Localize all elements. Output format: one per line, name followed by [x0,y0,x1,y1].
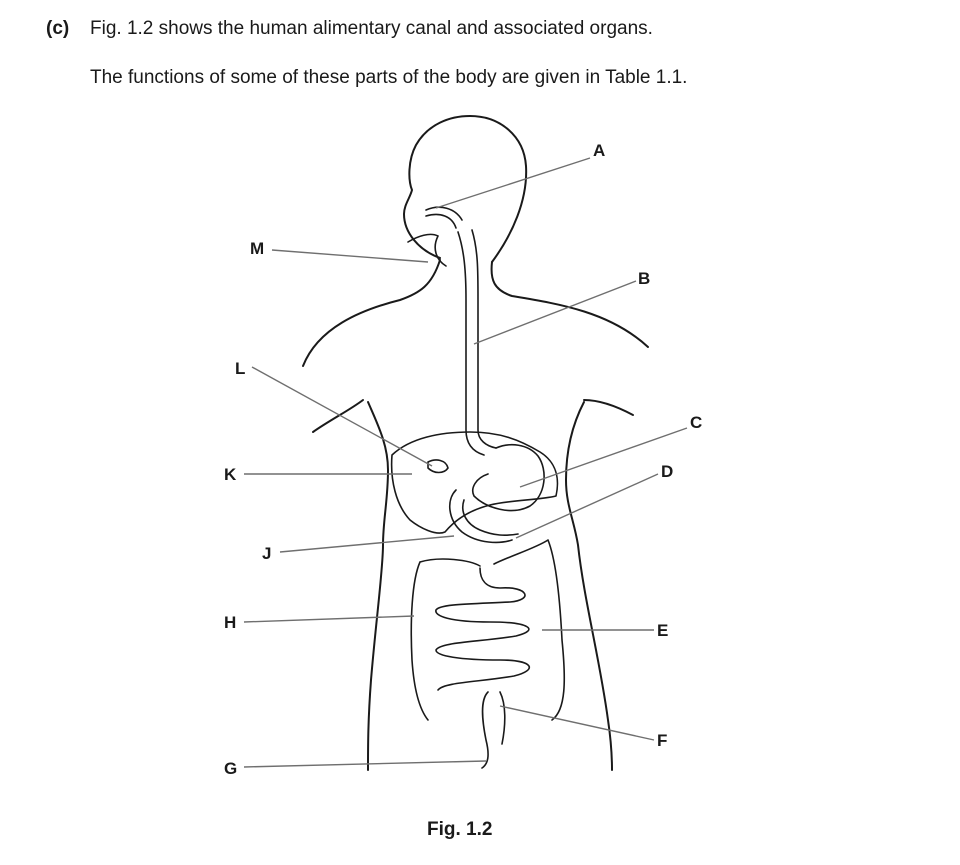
oesophagus-right [471,229,497,449]
label-line-b [473,280,637,345]
label-line-g [243,760,487,768]
question-part-label: (c) [46,18,70,39]
label-lines [243,157,688,768]
label-h: H [224,613,236,632]
label-d: D [661,462,673,481]
label-e: E [657,621,668,640]
body-outline [302,115,649,771]
label-line-a [435,157,591,209]
label-line-m [271,249,429,263]
right-torso [565,401,613,771]
right-shoulder [490,261,649,348]
label-line-l [251,366,433,467]
pancreas [449,489,519,544]
label-f: F [657,731,667,750]
question-intro-text: Fig. 1.2 shows the human alimentary cana… [90,18,653,39]
label-l: L [235,359,245,378]
left-torso [367,401,389,771]
liver [390,431,559,534]
label-line-d [515,473,659,539]
question-intro-line: (c) Fig. 1.2 shows the human alimentary c… [46,18,653,40]
label-c: C [690,413,702,432]
label-a: A [593,141,605,160]
left-shoulder [302,259,441,367]
label-line-c [519,427,688,488]
stomach [472,443,545,512]
question-instruction: The functions of some of these parts of … [90,67,688,88]
label-k: K [224,465,237,484]
label-b: B [638,269,650,288]
label-line-f [499,705,655,741]
head-outline [403,115,528,263]
figure-caption: Fig. 1.2 [427,819,493,840]
label-m: M [250,239,264,258]
small-intestine [435,567,531,691]
diagram-labels: A B C D E F G H J K L M [224,141,702,778]
label-j: J [262,544,271,563]
large-intestine [410,539,566,721]
tongue [425,206,463,229]
label-g: G [224,759,237,778]
digestive-organs [390,206,566,769]
mouth [407,233,447,267]
label-line-h [243,615,415,623]
label-line-j [279,535,455,553]
gall-bladder [427,459,449,474]
oesophagus-left [457,231,485,456]
right-arm [583,399,634,416]
rectum [481,691,506,769]
